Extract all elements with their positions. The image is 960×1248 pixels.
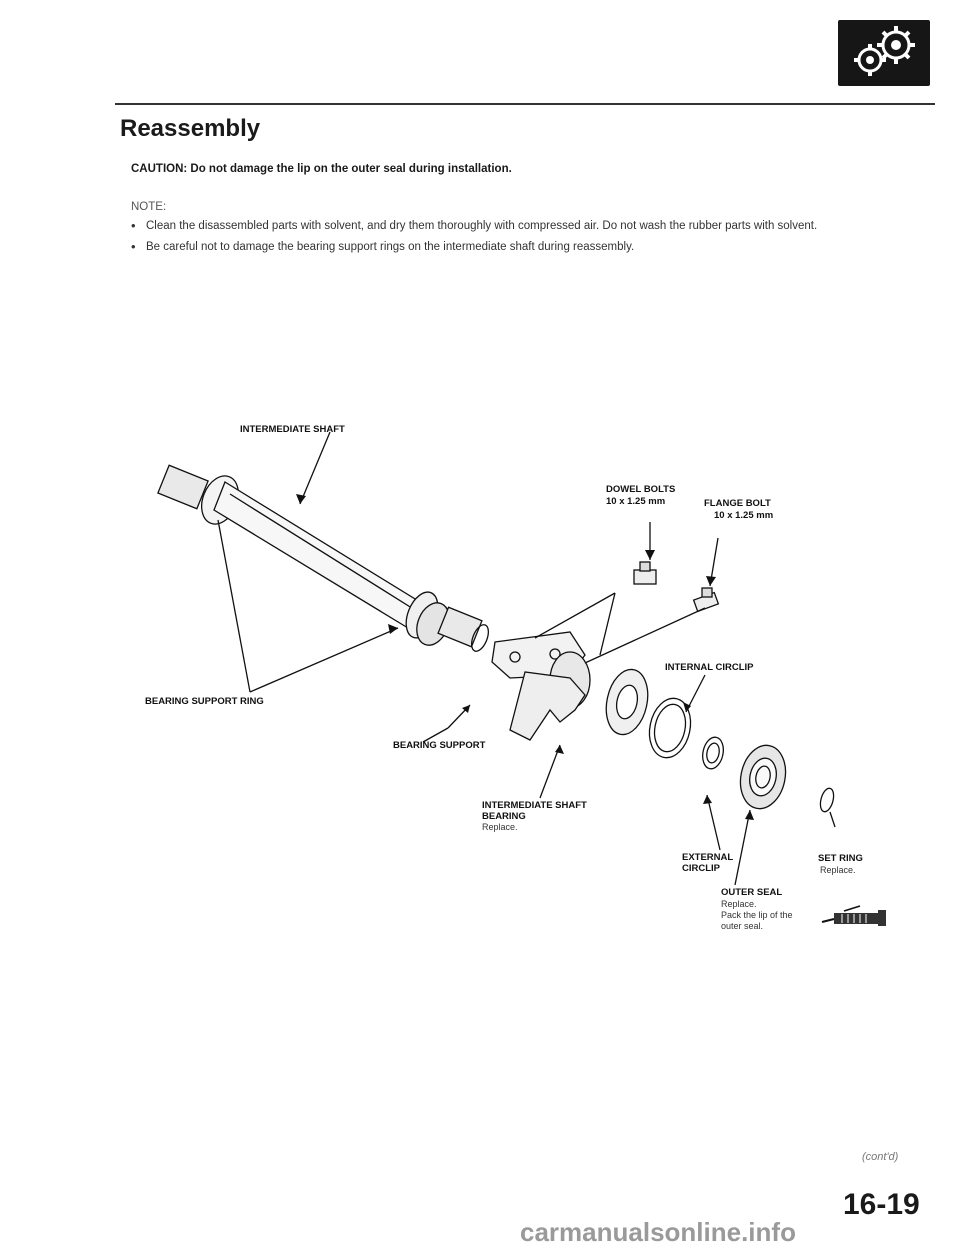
label-bearing-support-ring: BEARING SUPPORT RING xyxy=(145,696,264,707)
exploded-diagram: INTERMEDIATE SHAFT DOWEL BOLTS 10 x 1.25… xyxy=(130,410,920,955)
label-external-circlip-1: EXTERNAL xyxy=(682,852,734,863)
label-outer-seal-note: Pack the lip of the xyxy=(721,910,793,920)
label-shaft-bearing-1: INTERMEDIATE SHAFT xyxy=(482,800,587,811)
label-outer-seal-note: outer seal. xyxy=(721,921,764,931)
page-number: 16-19 xyxy=(843,1188,920,1221)
label-dowel-bolts-size: 10 x 1.25 mm xyxy=(606,496,666,507)
grease-tube-icon xyxy=(820,902,890,933)
intermediate-shaft-drawing xyxy=(157,464,489,652)
caution-text: CAUTION: Do not damage the lip on the ou… xyxy=(131,163,512,175)
watermark-text: carmanualsonline.info xyxy=(520,1217,796,1247)
label-shaft-bearing-2: BEARING xyxy=(482,811,526,822)
label-flange-bolt: FLANGE BOLT xyxy=(704,498,771,509)
outer-seal-drawing xyxy=(739,744,787,810)
label-set-ring-note: Replace. xyxy=(820,865,856,875)
set-ring-drawing xyxy=(819,787,835,813)
label-flange-bolt-size: 10 x 1.25 mm xyxy=(714,510,774,521)
page-title: Reassembly xyxy=(120,115,261,142)
note-label: NOTE: xyxy=(131,201,167,213)
notes-list: Clean the disassembled parts with solven… xyxy=(131,218,931,260)
label-dowel-bolts: DOWEL BOLTS xyxy=(606,484,676,495)
label-internal-circlip: INTERNAL CIRCLIP xyxy=(665,662,754,673)
external-circlip-drawing xyxy=(702,736,724,770)
gears-logo-icon xyxy=(838,20,930,86)
note-item: Be careful not to damage the bearing sup… xyxy=(131,239,931,255)
label-external-circlip-2: CIRCLIP xyxy=(682,863,720,874)
shaft-bearing-drawing xyxy=(605,668,649,736)
dowel-bolt-drawing xyxy=(633,561,657,585)
internal-circlip-drawing xyxy=(648,697,692,759)
label-outer-seal-note: Replace. xyxy=(721,899,757,909)
label-bearing-support: BEARING SUPPORT xyxy=(393,740,486,751)
label-intermediate-shaft: INTERMEDIATE SHAFT xyxy=(240,424,345,435)
label-shaft-bearing-note: Replace. xyxy=(482,822,518,832)
bearing-support-drawing xyxy=(491,631,591,741)
flange-bolt-drawing xyxy=(692,587,720,613)
label-outer-seal: OUTER SEAL xyxy=(721,887,783,898)
continued-note: (cont'd) xyxy=(862,1151,899,1163)
label-set-ring: SET RING xyxy=(818,853,863,864)
header-rule xyxy=(115,103,935,105)
note-item: Clean the disassembled parts with solven… xyxy=(131,218,931,234)
